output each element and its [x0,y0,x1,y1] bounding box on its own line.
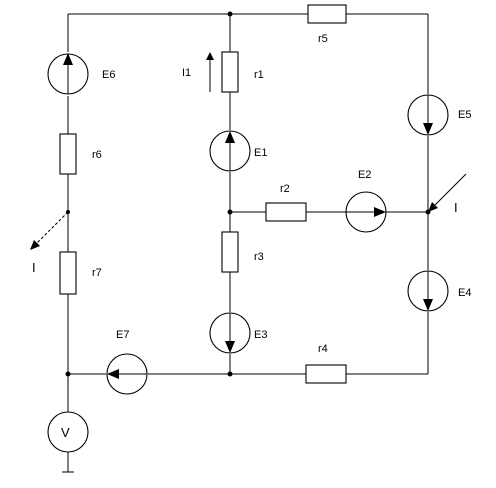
current-I-right-arrow [428,173,467,212]
label-I-right: I [454,200,458,215]
voltmeter: V [47,411,89,453]
node-bottom-middle [227,371,233,377]
label-r7: r7 [92,267,102,279]
label-r6: r6 [92,149,102,161]
resistor-r5 [307,4,347,24]
wires [62,13,429,473]
label-E4: E4 [458,287,471,299]
label-I1: I1 [182,67,191,79]
label-E2: E2 [358,169,371,181]
emf-source-E3 [209,312,251,354]
label-r4: r4 [318,343,328,355]
resistor-r2 [265,202,307,222]
label-r1: r1 [254,69,264,81]
node-middle [227,209,233,215]
voltmeter-symbol: V [61,425,70,440]
label-E3: E3 [254,329,267,341]
current-I1-arrow [206,52,214,92]
emf-source-E2 [345,191,387,233]
resistor-r6 [59,133,77,175]
resistor-r3 [221,231,239,273]
emf-source-E1 [209,130,251,172]
resistor-r7 [59,251,77,295]
emf-source-E7 [106,353,148,395]
label-E5: E5 [458,109,471,121]
current-I-left-arrow [30,211,69,250]
emf-source-E5 [407,94,449,136]
label-r3: r3 [254,251,264,263]
emf-source-E4 [407,270,449,312]
emf-source-E6 [47,53,89,95]
node-top-middle [227,11,233,17]
resistor-r4 [305,364,347,384]
node-bottom-left [65,371,71,377]
resistor-r1 [221,51,239,93]
label-E7: E7 [116,329,129,341]
label-r2: r2 [280,183,290,195]
label-I-left: I [32,260,36,275]
label-E1: E1 [254,147,267,159]
label-r5: r5 [318,33,328,45]
label-E6: E6 [102,69,115,81]
